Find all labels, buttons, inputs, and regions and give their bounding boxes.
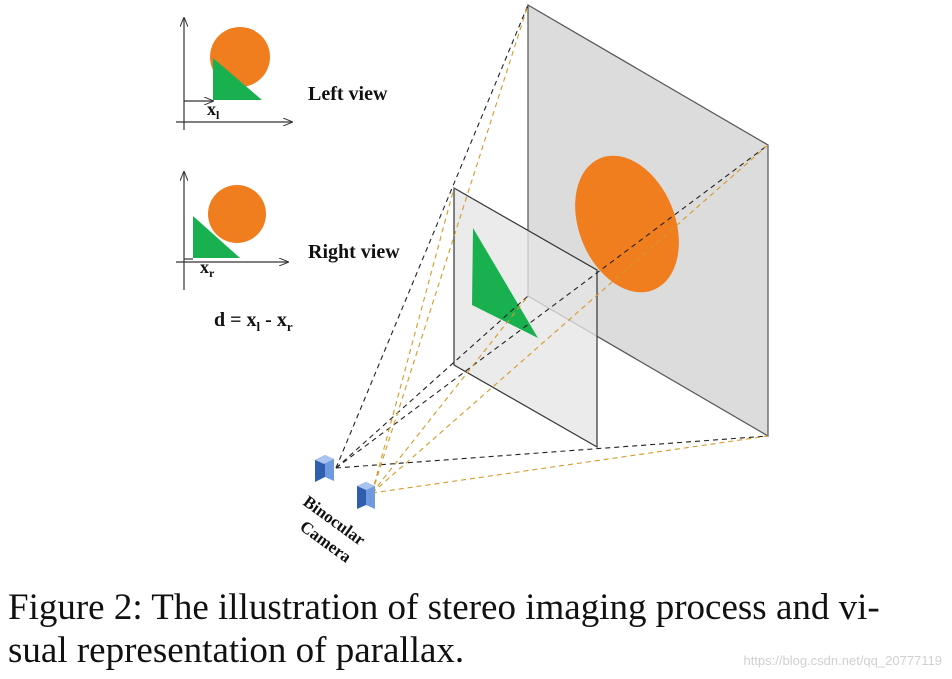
right-camera bbox=[357, 482, 375, 509]
figure-caption: Figure 2: The illustration of stereo ima… bbox=[8, 586, 938, 672]
ray-gold-bottom bbox=[371, 435, 769, 494]
ray-gold-mid bbox=[371, 295, 529, 494]
far-plane-orange-ellipse bbox=[575, 155, 679, 293]
right-view-green-triangle bbox=[193, 216, 240, 258]
right-view-orange-circle bbox=[208, 185, 266, 243]
left-camera bbox=[315, 455, 334, 482]
watermark-url: https://blog.csdn.net/qq_20777119 bbox=[743, 653, 942, 668]
left-view-plot: xl Left view bbox=[176, 18, 388, 130]
left-view-green-triangle bbox=[213, 58, 262, 100]
ray-black-mid bbox=[335, 295, 529, 469]
ray-gold-near-top bbox=[371, 187, 455, 494]
ray-gold-top bbox=[371, 4, 529, 494]
right-view-plot: xr Right view bbox=[176, 172, 400, 290]
right-view-label: Right view bbox=[308, 241, 400, 263]
ray-black-top bbox=[335, 4, 529, 469]
near-plane-green-triangle bbox=[472, 228, 538, 338]
near-image-plane bbox=[453, 186, 598, 449]
caption-line-2: sual representation of parallax. bbox=[8, 630, 465, 671]
projection-rays bbox=[335, 4, 769, 494]
disparity-formula: d = xl - xr bbox=[214, 309, 293, 334]
left-view-xl-label: xl bbox=[207, 99, 220, 122]
stereo-diagram: xl Left view xr Right view d = xl - xr bbox=[176, 3, 769, 567]
ray-black-bottom bbox=[335, 435, 769, 469]
right-view-xr-label: xr bbox=[200, 257, 215, 280]
left-view-label: Left view bbox=[308, 83, 388, 105]
ray-gold-right bbox=[371, 144, 769, 494]
caption-line-1: Figure 2: The illustration of stereo ima… bbox=[8, 587, 880, 628]
